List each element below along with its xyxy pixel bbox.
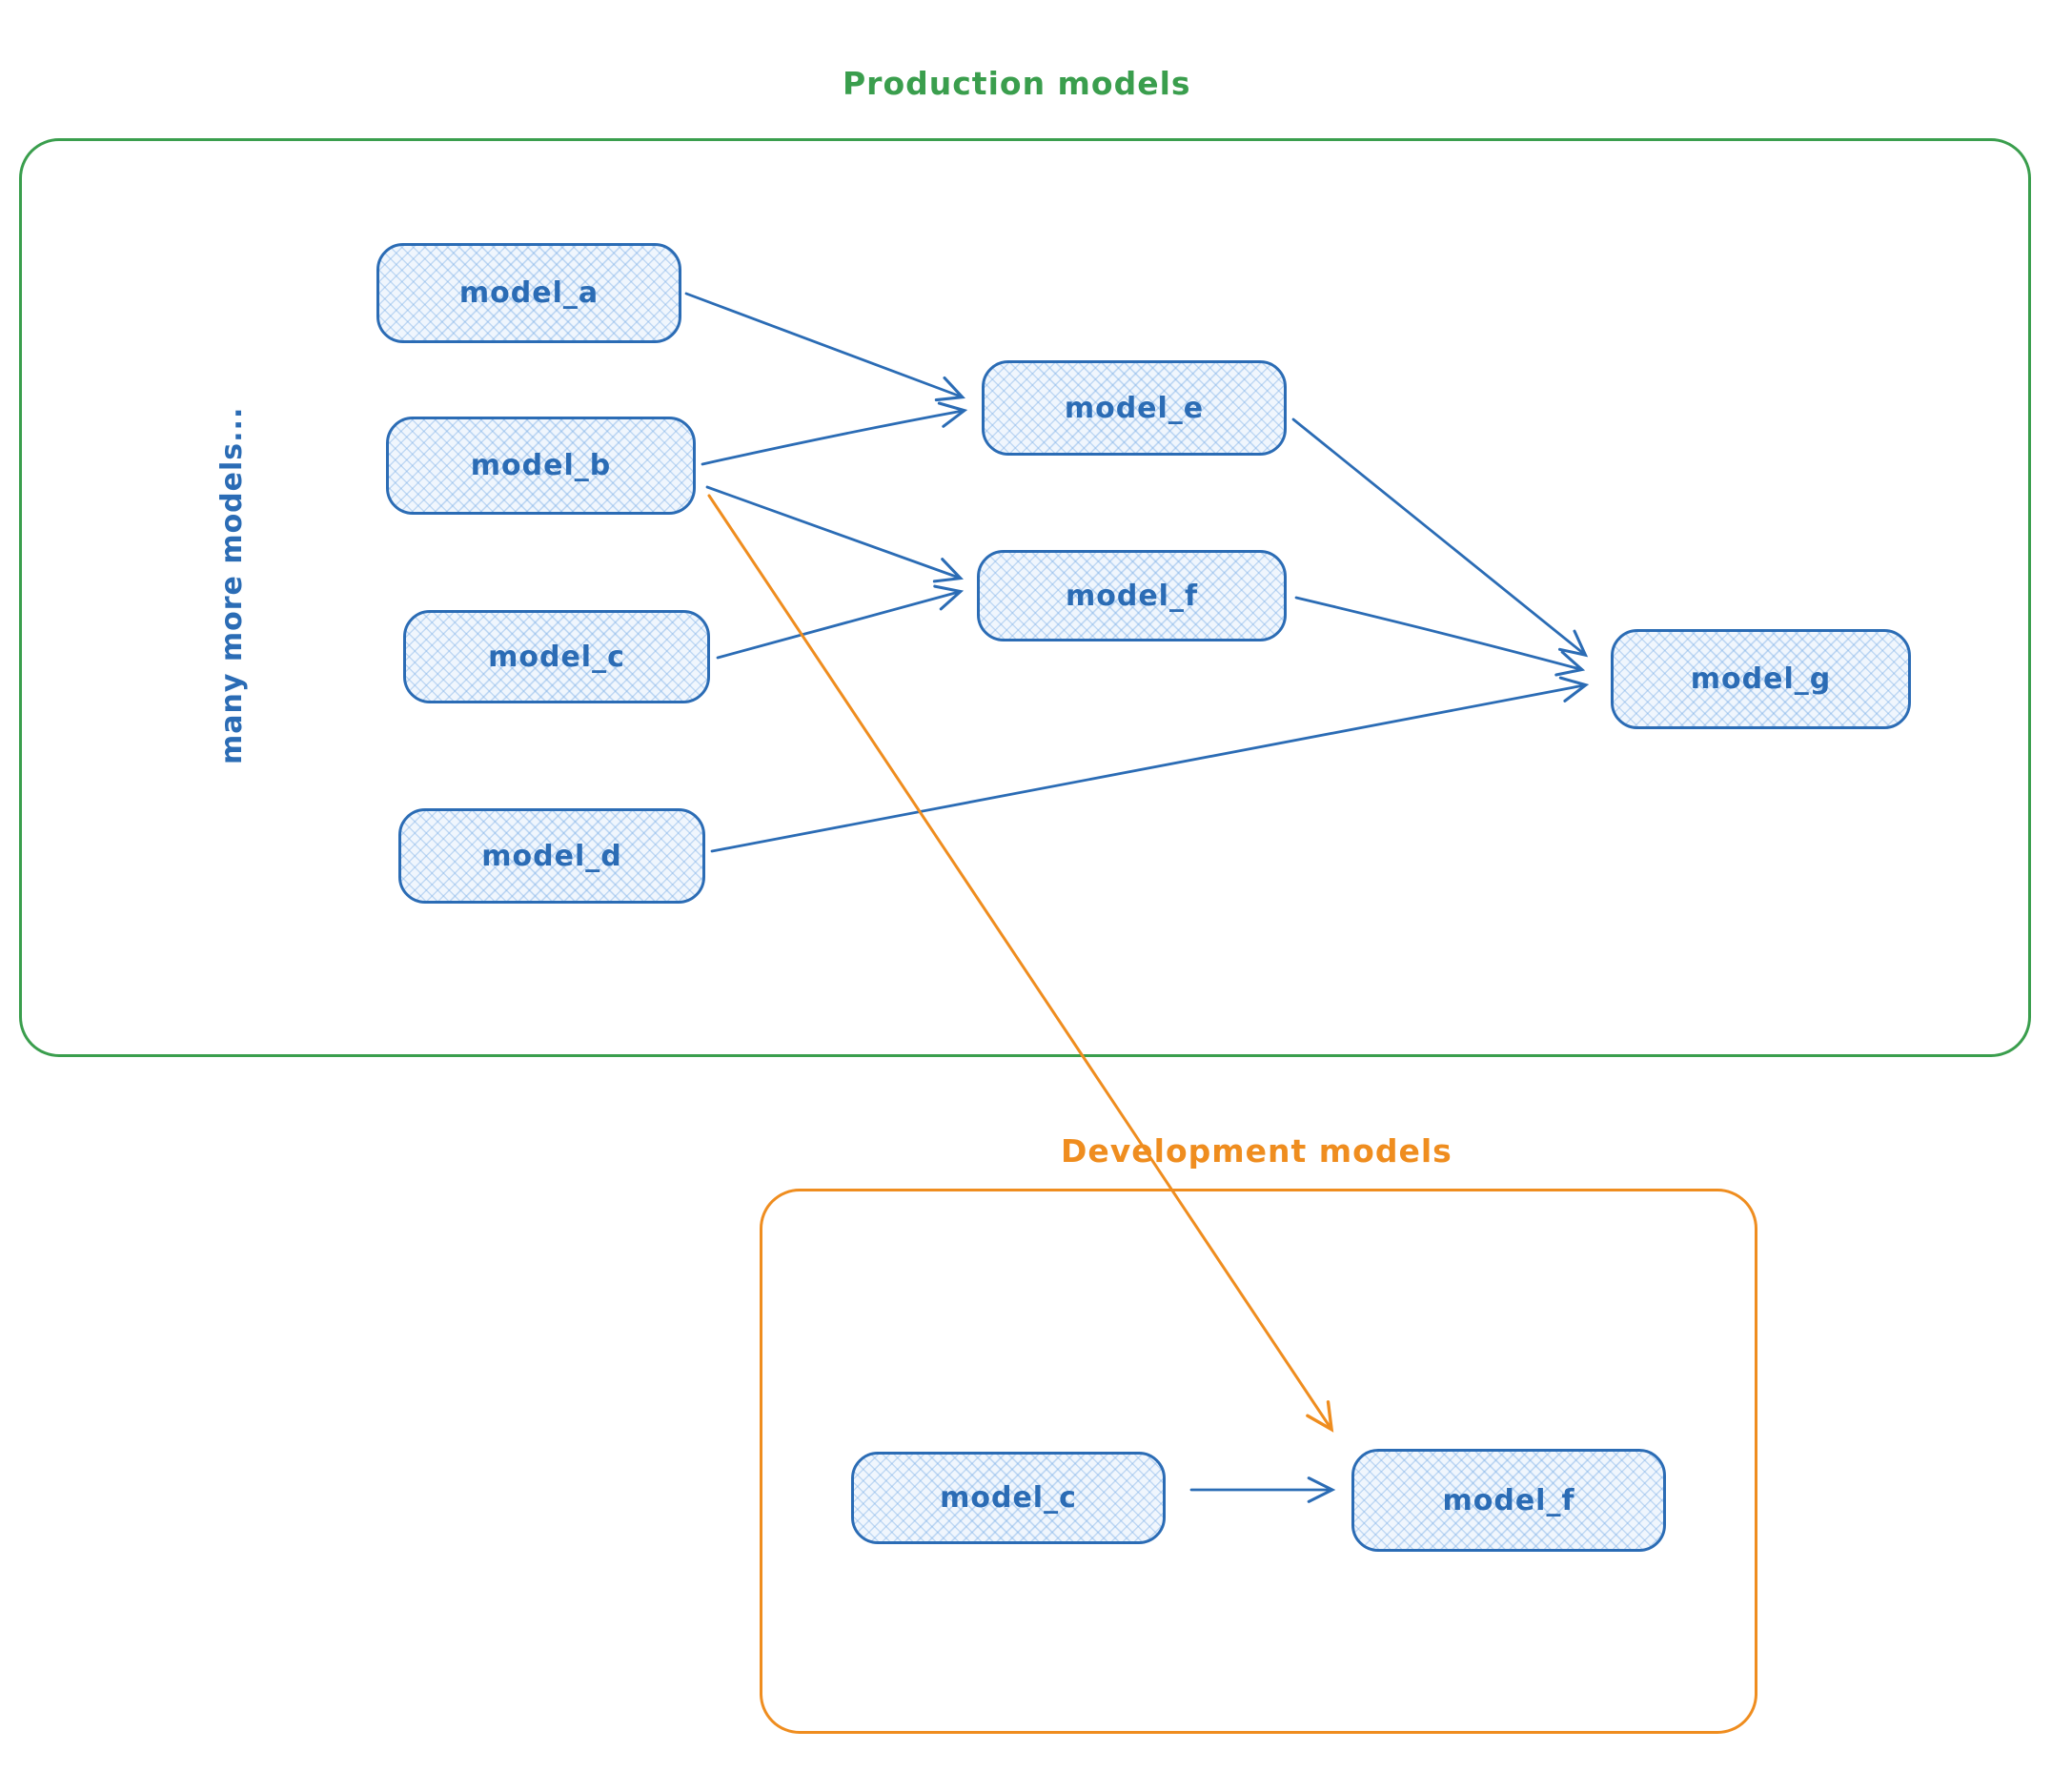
node-model-c: model_c [403,610,710,703]
node-model-e: model_e [982,360,1287,456]
node-model-b: model_b [386,417,696,515]
node-model-b-label: model_b [470,449,612,482]
node-model-c-label: model_c [488,640,625,674]
node-model-e-label: model_e [1064,391,1205,425]
node-model-d-label: model_d [481,839,622,873]
node-model-g: model_g [1611,629,1911,729]
node-model-d: model_d [398,808,705,904]
node-model-f-label: model_f [1065,579,1199,613]
production-frame-title: Production models [843,65,1191,102]
many-more-models-label: many more models... [215,406,249,764]
node-dev-model-f: model_f [1351,1449,1666,1552]
node-model-a-label: model_a [458,276,599,310]
node-dev-model-c: model_c [851,1452,1166,1544]
node-model-f: model_f [977,550,1287,641]
node-model-a: model_a [376,243,681,343]
node-dev-model-f-label: model_f [1442,1483,1575,1517]
development-frame-title: Development models [1061,1132,1452,1170]
node-dev-model-c-label: model_c [940,1481,1077,1515]
node-model-g-label: model_g [1690,662,1832,696]
